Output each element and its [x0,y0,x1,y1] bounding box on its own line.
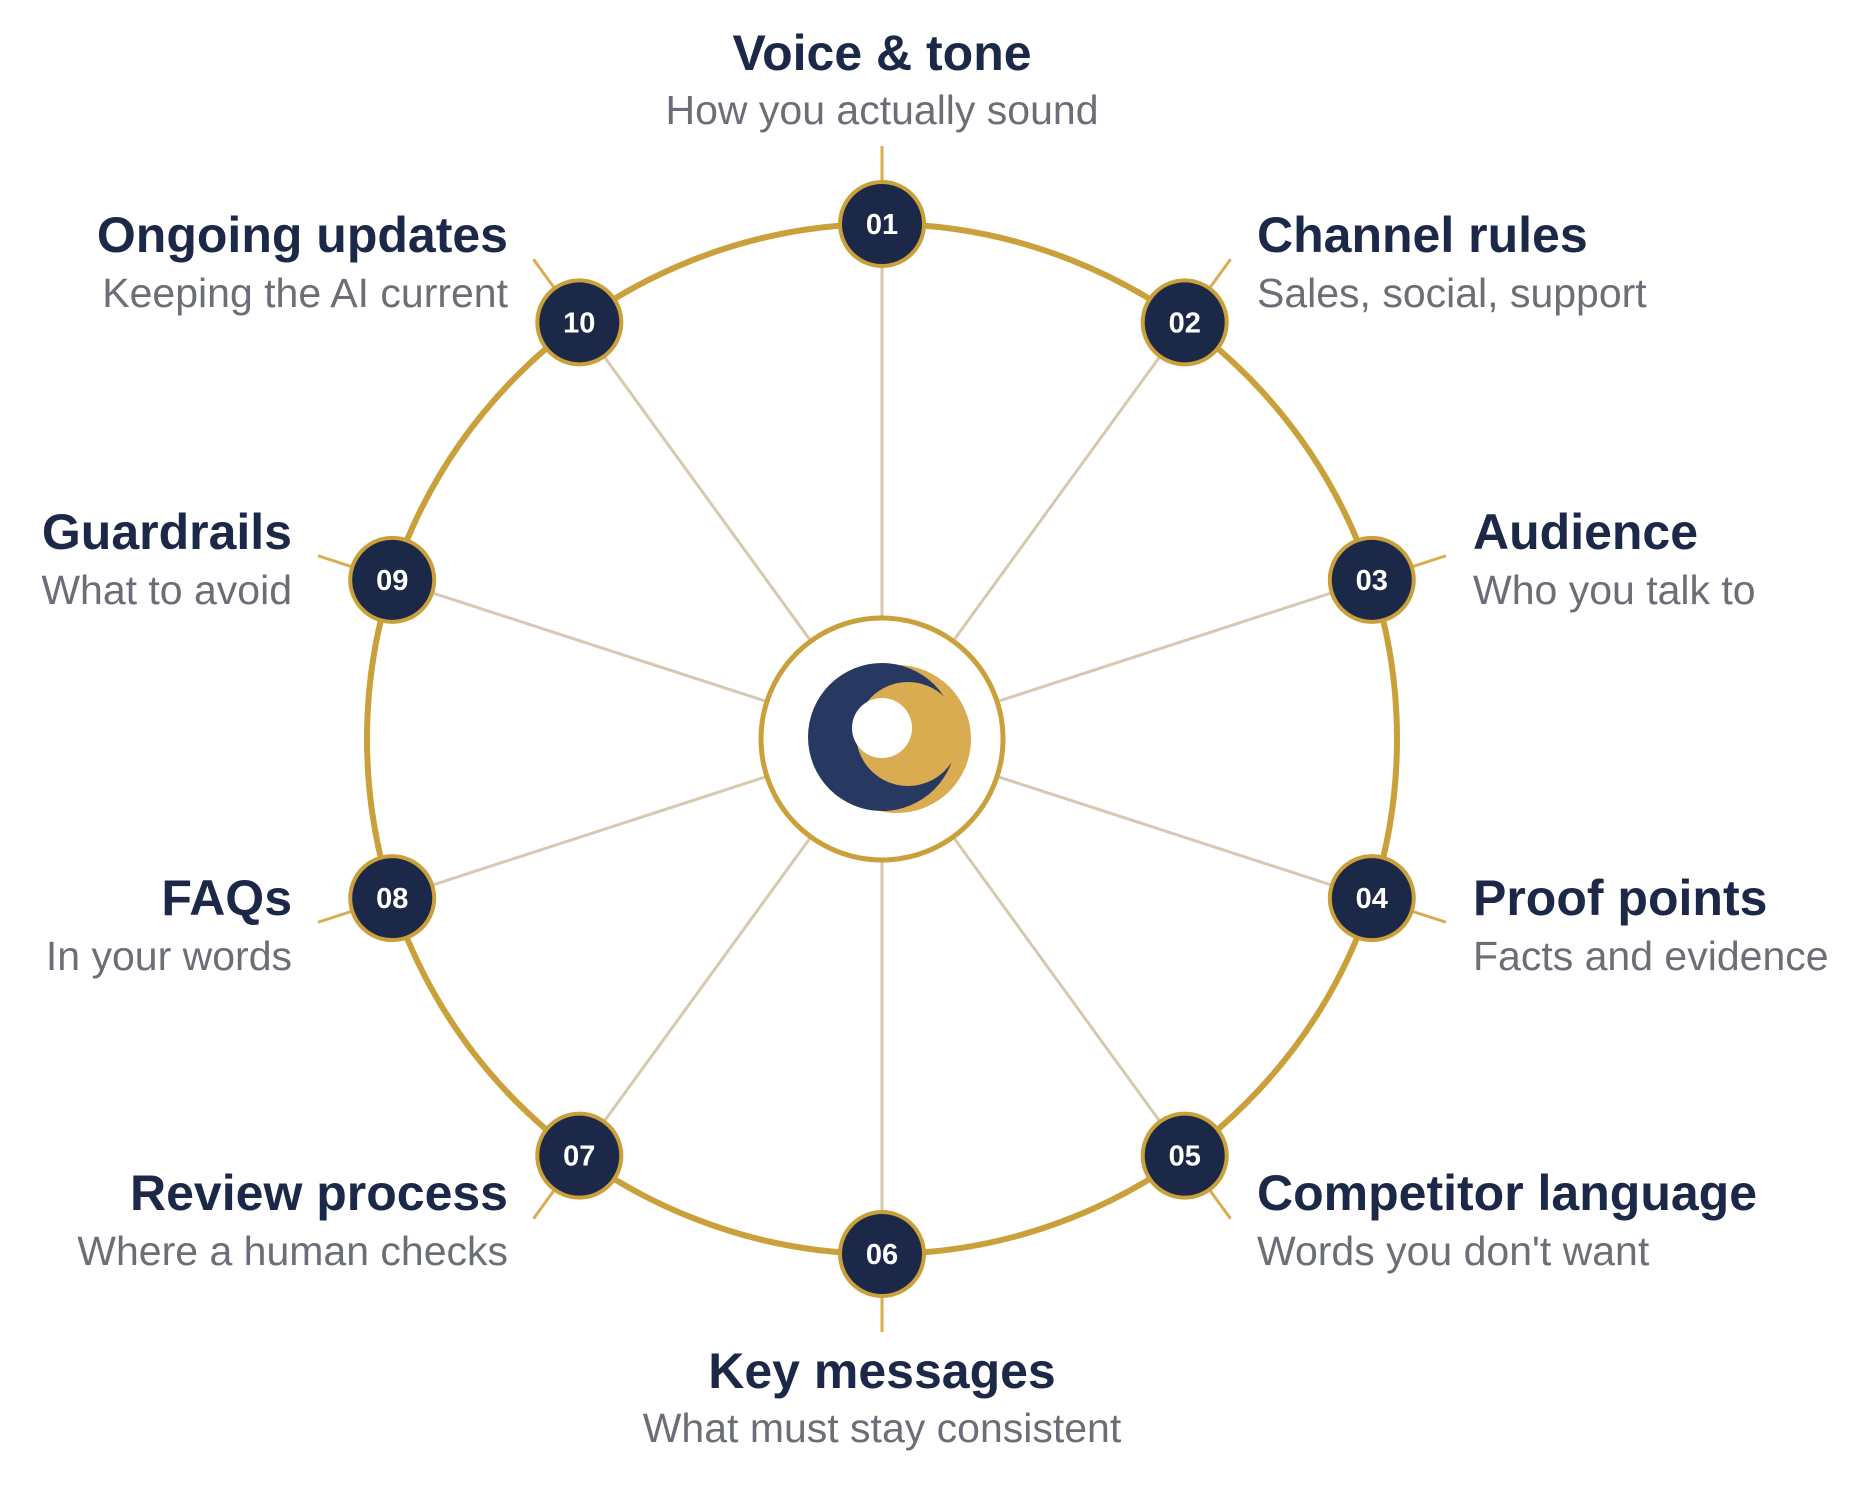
node-circle [535,1111,624,1200]
node-number: 05 [1169,1141,1201,1173]
node-number: 03 [1356,565,1388,597]
node-number: 02 [1169,307,1201,339]
node-10: 10 [535,278,624,367]
node-02: 02 [1140,278,1229,367]
label-title: Voice & tone [732,25,1031,81]
label-title: Key messages [708,1343,1055,1399]
node-circle [348,854,437,943]
logo-white-cutout [852,698,912,758]
node-03: 03 [1327,535,1416,624]
label-subtitle: In your words [46,933,292,979]
node-number: 09 [376,565,408,597]
node-circle [838,1210,926,1298]
label-subtitle: Facts and evidence [1473,933,1829,979]
label-subtitle: What to avoid [41,567,292,613]
node-05: 05 [1140,1111,1229,1200]
label-subtitle: Sales, social, support [1257,270,1647,316]
node-01: 01 [838,180,926,268]
spoke-line-10 [578,321,813,642]
label-title: Channel rules [1257,207,1588,263]
label-title: Audience [1473,504,1698,560]
spokes-layer [391,224,1373,1254]
node-number: 04 [1356,883,1388,915]
node-circle [838,180,926,268]
node-number: 07 [563,1141,595,1173]
nodes-layer: 01 02 03 04 05 06 07 08 09 10 [348,180,1416,1298]
node-circle [348,535,437,624]
spoke-line-08 [391,774,768,900]
label-subtitle: How you actually sound [665,87,1098,133]
center-hub [758,615,1006,863]
node-number: 06 [866,1239,898,1271]
node-07: 07 [535,1111,624,1200]
spoke-line-02 [951,321,1186,642]
label-title: Review process [130,1165,508,1221]
node-04: 04 [1327,854,1416,943]
spoke-line-07 [578,836,813,1157]
label-title: Guardrails [42,504,292,560]
spoke-line-03 [996,578,1373,704]
label-08: FAQs In your words [46,870,292,979]
label-title: FAQs [161,870,292,926]
spoke-line-05 [951,836,1186,1157]
label-title: Competitor language [1257,1165,1757,1221]
node-circle [1327,854,1416,943]
node-number: 08 [376,883,408,915]
node-09: 09 [348,535,437,624]
label-subtitle: Where a human checks [77,1228,508,1274]
node-06: 06 [838,1210,926,1298]
label-title: Proof points [1473,870,1767,926]
node-circle [1140,278,1229,367]
crescent-logo-icon [808,663,971,813]
node-number: 10 [563,307,595,339]
spoke-line-04 [996,774,1373,900]
node-number: 01 [866,209,898,241]
label-subtitle: What must stay consistent [643,1405,1122,1451]
label-title: Ongoing updates [97,207,508,263]
node-circle [1327,535,1416,624]
spoke-line-09 [391,578,768,704]
label-subtitle: Keeping the AI current [102,270,508,316]
node-circle [1140,1111,1229,1200]
node-circle [535,278,624,367]
node-08: 08 [348,854,437,943]
label-subtitle: Words you don't want [1257,1228,1650,1274]
label-subtitle: Who you talk to [1473,567,1756,613]
